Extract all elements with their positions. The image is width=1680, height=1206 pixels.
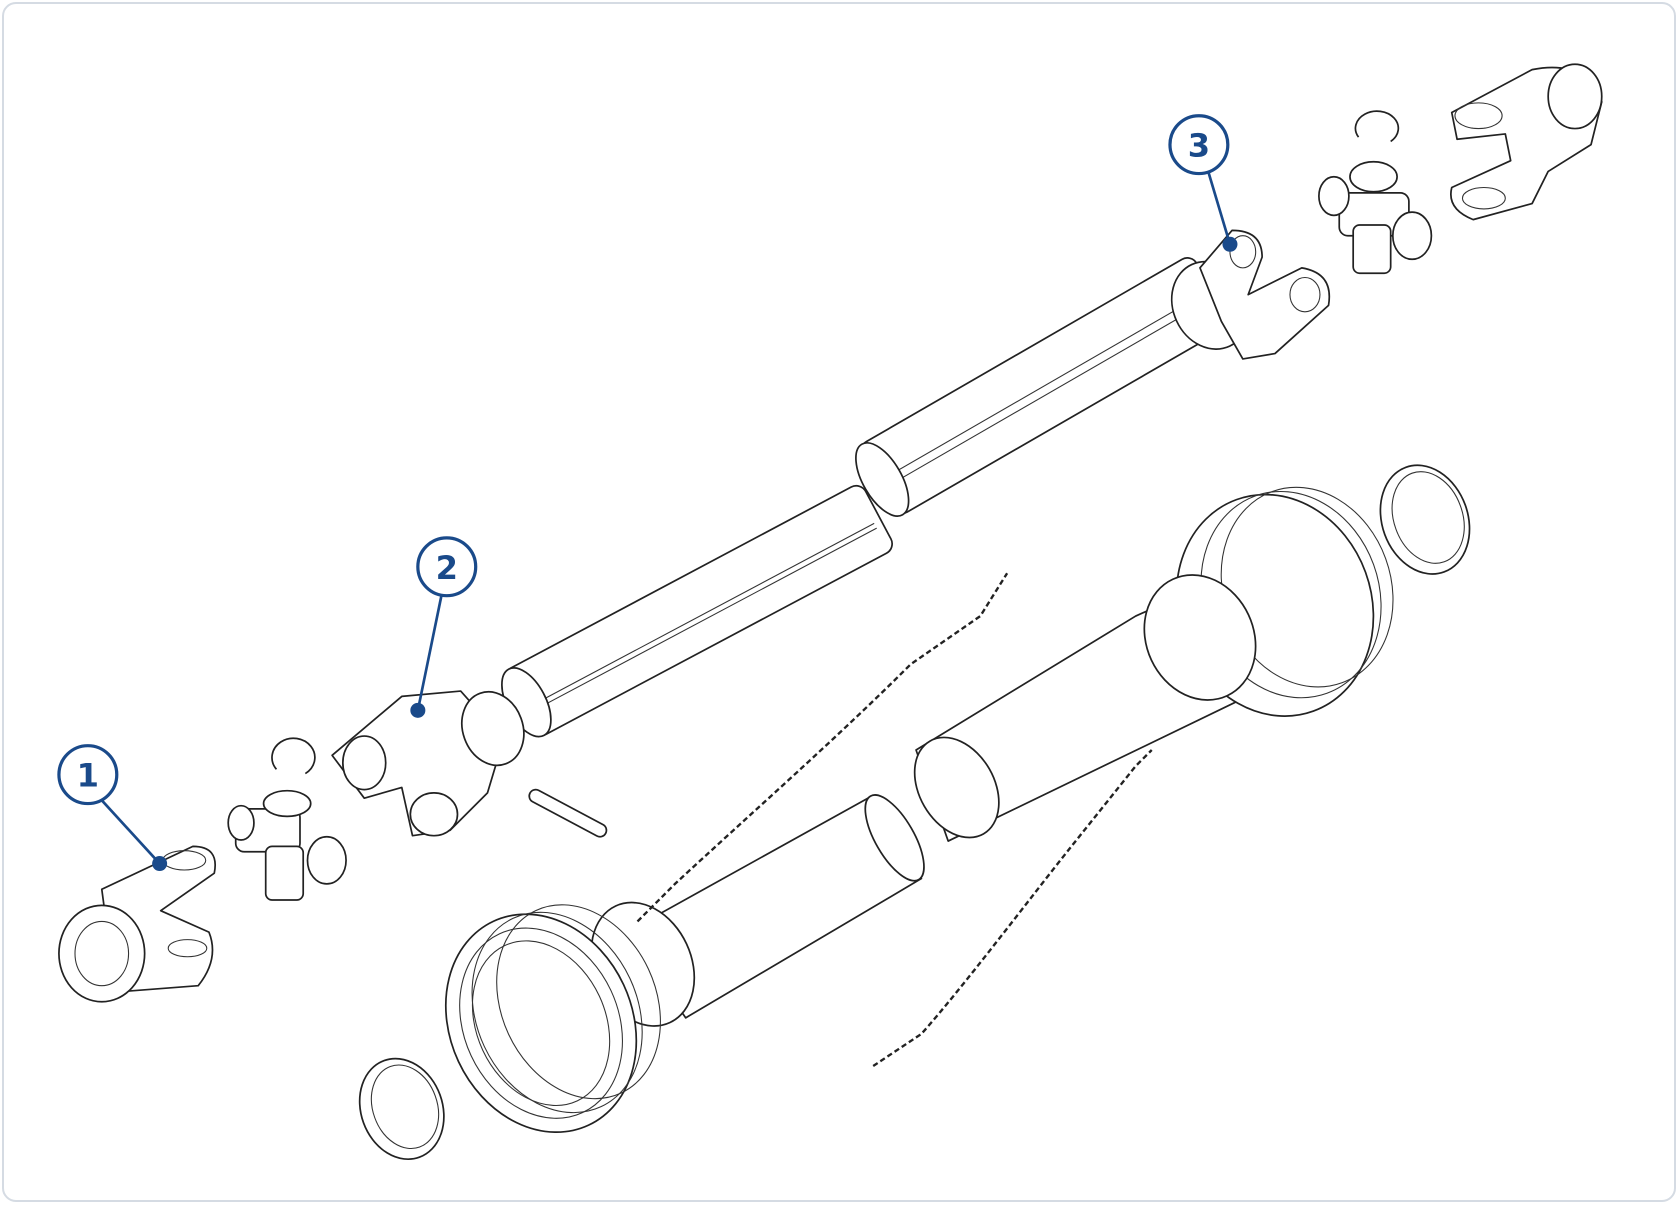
callout-anchor-dot [1222,236,1238,252]
spring-pin [528,788,608,838]
callout-leader-line [416,595,443,711]
upper-guard [913,486,1394,842]
yoke-1 [58,845,216,1003]
callout-2: 2 [410,536,478,718]
upper-safety-chain [872,749,1153,1068]
yoke-4 [1450,63,1603,221]
yoke-3 [1170,229,1331,360]
lower-guard-ring [358,1057,445,1161]
callout-label: 2 [436,549,458,587]
lower-guard [444,794,925,1134]
callout-circle [416,536,478,598]
callout-label: 3 [1188,127,1210,165]
outer-profile-tube [855,257,1229,517]
callout-circle [57,744,119,806]
callout-anchor-dot [152,856,168,872]
cross-journal-3 [1318,110,1433,275]
lower-safety-chain [636,572,1009,923]
callout-label: 1 [77,757,99,795]
lower-guard-ring-inner [370,1064,440,1150]
upper-guard-ring [1379,464,1471,575]
upper-guard-ring-inner [1391,471,1465,564]
callout-leader-line [1207,172,1232,245]
cross-journal-1 [227,737,347,901]
callout-circle [1168,114,1230,176]
callout-leader-line [100,799,161,865]
callout-anchor-dot [410,702,426,718]
callout-3: 3 [1168,114,1238,252]
inner-profile-tube [501,484,893,738]
callout-1: 1 [57,744,168,872]
yoke-2 [331,690,525,837]
